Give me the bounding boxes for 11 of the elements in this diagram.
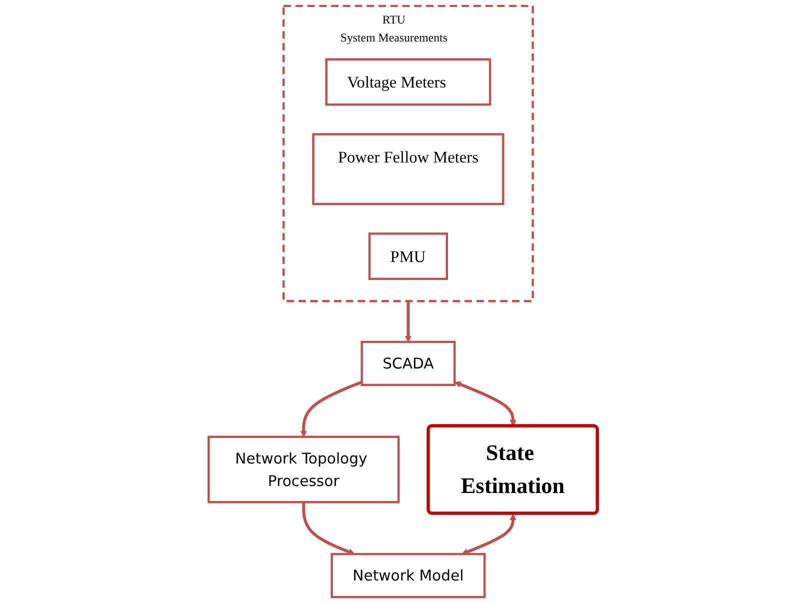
arrow [462, 514, 516, 555]
arrow [454, 381, 516, 426]
node-box: SCADA [360, 340, 456, 386]
arrow [302, 502, 355, 555]
node-box: Network Topology Processor [208, 436, 400, 504]
arrow [404, 301, 412, 342]
node-box: Network Model [330, 552, 486, 598]
arrow [300, 380, 362, 438]
node-box: Voltage Meters [325, 58, 492, 106]
node-box: PMU [368, 232, 448, 280]
node-box: Power Fellow Meters [312, 133, 504, 206]
